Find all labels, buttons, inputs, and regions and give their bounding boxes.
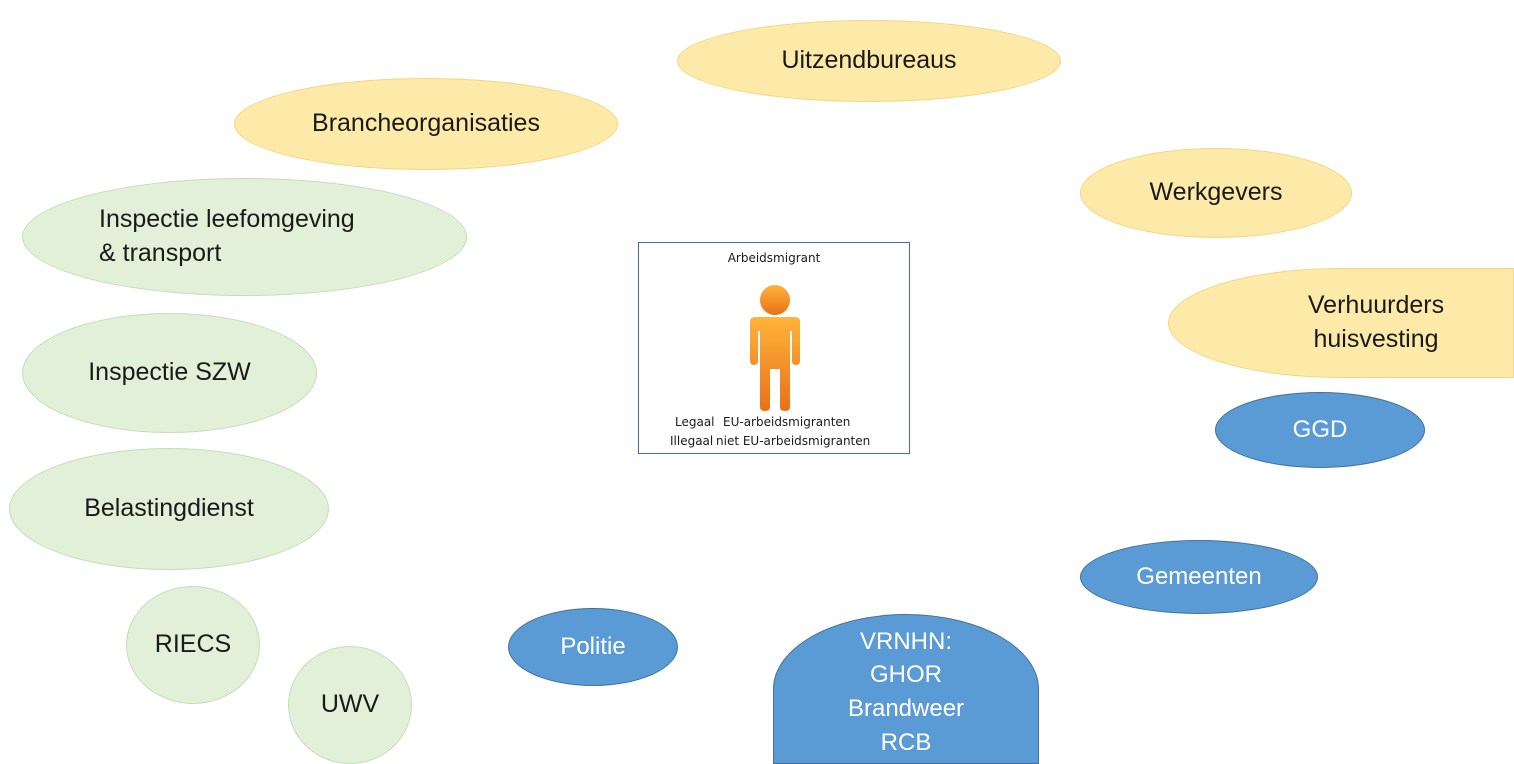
node-label: Uitzendbureaus (781, 46, 957, 75)
node-label: Gemeenten (1136, 562, 1262, 590)
illegaal-label: Illegaal (670, 434, 714, 448)
legaal-description: EU-arbeidsmigranten (723, 415, 851, 429)
node-label: Inspectie SZW (88, 358, 251, 387)
person-icon (750, 285, 800, 411)
node-brancheorganisaties: Brancheorganisaties (234, 78, 618, 170)
node-label: Werkgevers (1149, 178, 1283, 207)
node-inspectie-leefomgeving-transport: Inspectie leefomgeving & transport (22, 178, 467, 296)
arbeidsmigrant-title: Arbeidsmigrant (727, 251, 821, 265)
legaal-label: Legaal (675, 415, 715, 429)
node-vrnhn: VRNHN: GHOR Brandweer RCB (773, 614, 1039, 764)
node-ggd: GGD (1215, 392, 1425, 468)
node-label: Brancheorganisaties (312, 109, 540, 138)
node-label: Belastingdienst (84, 494, 254, 523)
node-label: Politie (560, 632, 626, 660)
node-gemeenten: Gemeenten (1080, 540, 1318, 614)
node-riecs: RIECS (126, 586, 260, 704)
arbeidsmigrant-box: Arbeidsmigrant Legaal EU-arbeidsmigrante… (638, 242, 910, 454)
node-uitzendbureaus: Uitzendbureaus (677, 20, 1061, 102)
node-label: GGD (1292, 415, 1348, 443)
illegaal-description: niet EU-arbeidsmigranten (716, 434, 871, 448)
node-label: RIECS (154, 630, 232, 659)
node-politie: Politie (508, 608, 678, 686)
node-label: VRNHN: GHOR Brandweer RCB (847, 627, 965, 756)
node-label: Verhuurders huisvesting (1307, 291, 1445, 353)
node-label: UWV (320, 690, 380, 719)
node-belastingdienst: Belastingdienst (9, 448, 329, 570)
node-werkgevers: Werkgevers (1080, 148, 1352, 238)
node-label: Inspectie leefomgeving & transport (99, 205, 355, 267)
node-verhuurders-huisvesting: Verhuurders huisvesting (1168, 268, 1514, 378)
node-uwv: UWV (288, 646, 412, 764)
node-inspectie-szw: Inspectie SZW (22, 313, 317, 433)
